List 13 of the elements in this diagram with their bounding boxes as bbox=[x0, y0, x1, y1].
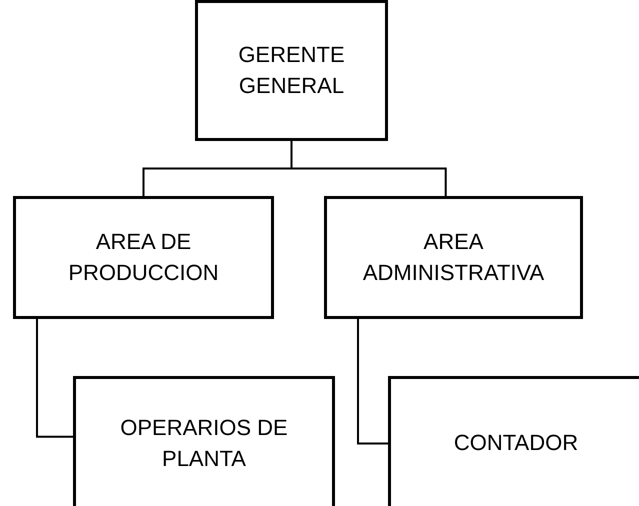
org-box bbox=[13, 196, 274, 319]
connector-line bbox=[357, 319, 388, 444]
org-box bbox=[388, 376, 639, 506]
box-label: GERENTE GENERAL bbox=[237, 40, 346, 100]
box-label: AREA ADMINISTRATIVA bbox=[362, 228, 546, 286]
org-box bbox=[73, 376, 335, 506]
box-label: AREA DE PRODUCCION bbox=[67, 228, 220, 286]
box-label: OPERARIOS DE PLANTA bbox=[119, 414, 289, 472]
box-label: CONTADOR bbox=[454, 429, 578, 458]
org-box bbox=[324, 196, 583, 319]
connector-line bbox=[290, 141, 447, 196]
connector-line bbox=[36, 319, 73, 438]
org-box bbox=[195, 0, 388, 141]
